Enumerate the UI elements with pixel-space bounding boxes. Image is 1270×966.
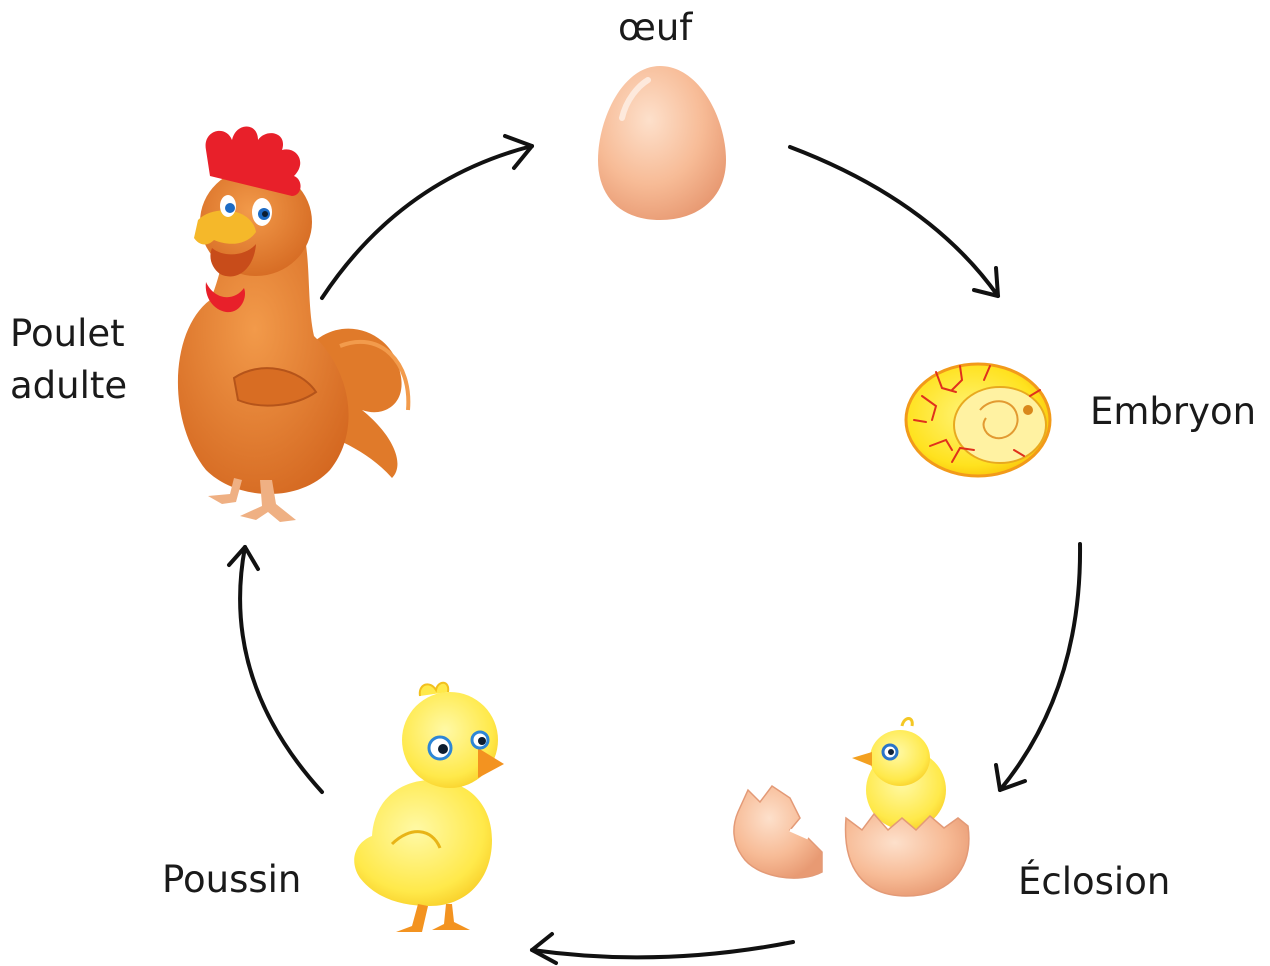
stage-label-embryon: Embryon — [1090, 386, 1256, 438]
stage-label-poussin: Poussin — [162, 854, 301, 906]
stage-label-eclosion: Éclosion — [1018, 856, 1170, 908]
chick-icon — [354, 683, 504, 932]
arrow-poussin-to-poulet — [229, 547, 322, 792]
eggshell-left-icon — [734, 786, 822, 878]
rooster-icon — [178, 127, 408, 523]
arrow-poulet-to-oeuf — [322, 136, 532, 298]
arrow-embryon-to-eclosion — [996, 544, 1080, 790]
stage-label-poulet-line-2: adulte — [10, 360, 127, 412]
stage-label-oeuf: œuf — [618, 2, 692, 54]
egg-icon — [598, 66, 726, 220]
arrow-eclosion-to-poussin — [532, 934, 793, 963]
embryo-icon — [906, 364, 1050, 476]
arrow-oeuf-to-embryon — [790, 147, 998, 296]
hatching-chick-icon — [734, 719, 969, 897]
eggshell-right-icon — [846, 814, 969, 896]
chick-in-shell — [852, 719, 946, 831]
stage-label-poulet-line-1: Poulet — [10, 308, 127, 360]
stage-label-poulet-adulte: Poulet adulte — [10, 308, 127, 412]
